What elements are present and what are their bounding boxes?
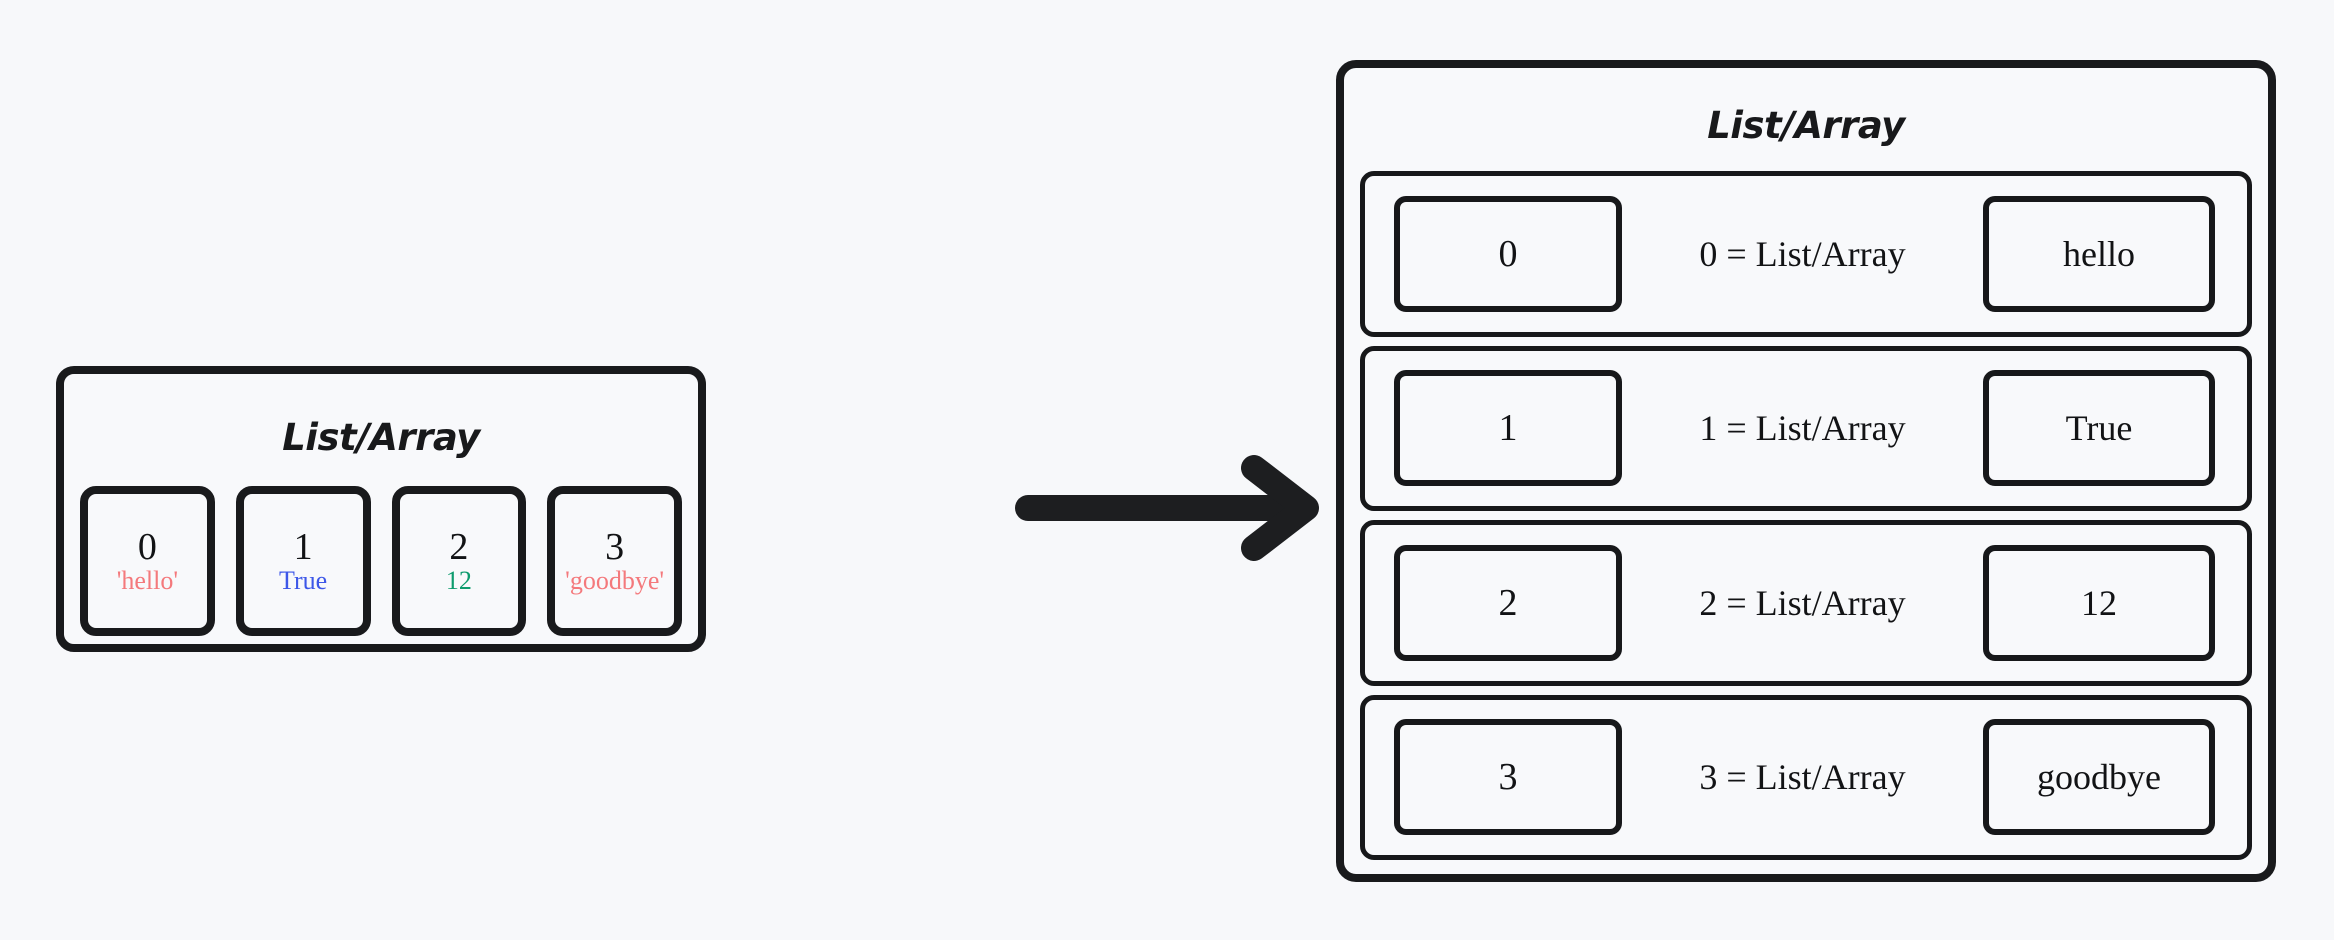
- row-value-text-0: hello: [2063, 233, 2135, 274]
- row-value-box-3: goodbye: [1983, 719, 2215, 836]
- row-index-box-0: 0: [1394, 195, 1622, 312]
- row-label-3: 3 = List/Array: [1699, 757, 1906, 798]
- left-cell-value-0: 'hello': [116, 566, 179, 595]
- row-index-text-1: 1: [1498, 407, 1518, 450]
- row-index-box-3: 3: [1394, 719, 1622, 836]
- table-row[interactable]: 0 0 = List/Array hello: [1360, 171, 2252, 337]
- right-list-array-panel: List/Array 0 0 = List/Array hello 1 1 = …: [1336, 60, 2276, 882]
- table-row[interactable]: 3 3 = List/Array goodbye: [1360, 694, 2252, 860]
- row-value-box-1: True: [1983, 370, 2215, 487]
- row-index-box-1: 1: [1394, 370, 1622, 487]
- row-label-2: 2 = List/Array: [1699, 582, 1906, 623]
- left-cell-0[interactable]: 0 'hello': [80, 486, 215, 636]
- row-index-text-2: 2: [1498, 581, 1518, 624]
- left-cell-value-3: 'goodbye': [565, 566, 665, 595]
- row-index-text-0: 0: [1498, 232, 1518, 275]
- left-cell-index-3: 3: [605, 526, 625, 568]
- row-label-0: 0 = List/Array: [1699, 233, 1906, 274]
- row-index-box-2: 2: [1394, 544, 1622, 661]
- arrow-right-icon: [1014, 450, 1334, 570]
- right-panel-title: List/Array: [1707, 104, 1905, 147]
- table-row[interactable]: 1 1 = List/Array True: [1360, 345, 2252, 511]
- left-cell-value-2: 12: [445, 566, 472, 595]
- left-cell-index-2: 2: [449, 526, 469, 568]
- left-cell-2[interactable]: 2 12: [391, 486, 527, 636]
- right-row-group: 0 0 = List/Array hello 1 1 = List/Array …: [1360, 171, 2252, 860]
- row-value-box-2: 12: [1983, 544, 2215, 661]
- row-value-text-1: True: [2065, 408, 2133, 449]
- left-cell-index-1: 1: [293, 526, 313, 568]
- left-cell-3[interactable]: 3 'goodbye': [547, 486, 682, 636]
- left-panel-title: List/Array: [282, 416, 480, 459]
- left-cell-1[interactable]: 1 True: [235, 486, 371, 636]
- left-list-array-panel: List/Array 0 'hello' 1 True 2 12 3 'good…: [56, 366, 706, 652]
- left-cell-group: 0 'hello' 1 True 2 12 3 'goodbye': [80, 486, 682, 636]
- row-value-text-2: 12: [2081, 582, 2117, 623]
- row-label-1: 1 = List/Array: [1699, 408, 1906, 449]
- row-value-text-3: goodbye: [2037, 757, 2161, 798]
- row-index-text-3: 3: [1498, 756, 1518, 799]
- table-row[interactable]: 2 2 = List/Array 12: [1360, 520, 2252, 686]
- left-cell-value-1: True: [279, 566, 328, 595]
- row-value-box-0: hello: [1983, 195, 2215, 312]
- left-cell-index-0: 0: [137, 526, 157, 568]
